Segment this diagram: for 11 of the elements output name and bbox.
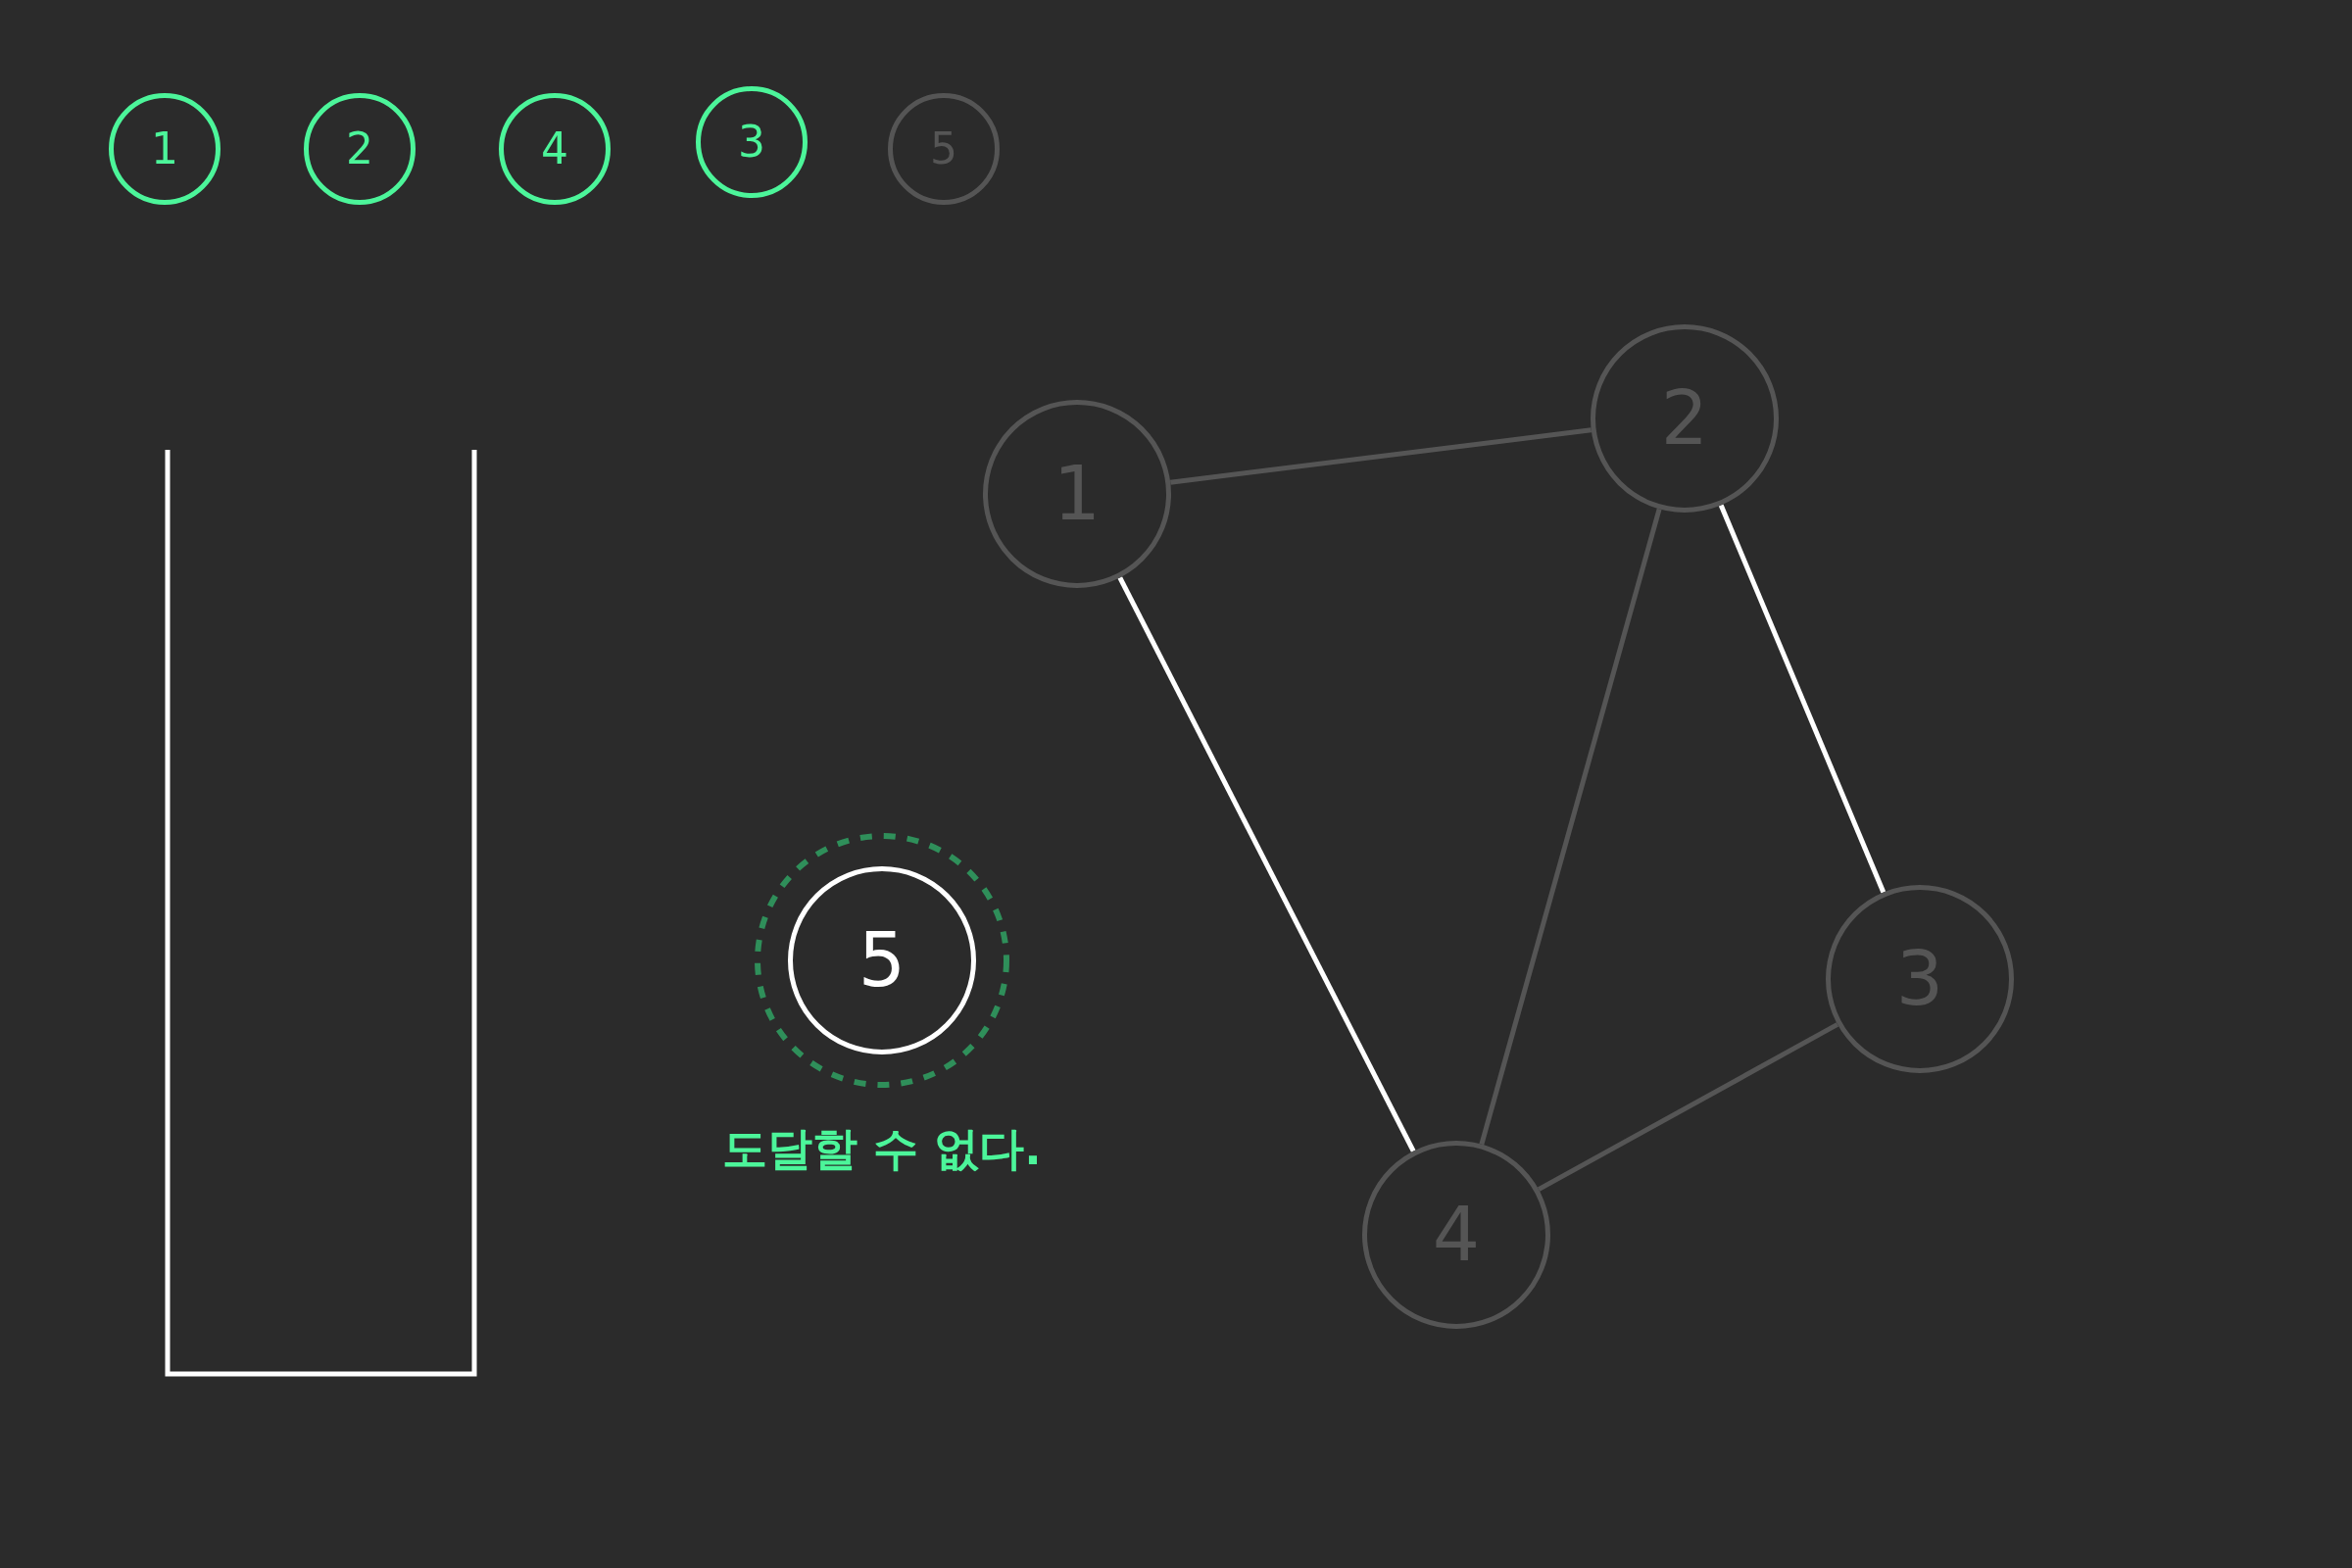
node-number: 4 (541, 127, 568, 171)
graph-edge (1169, 427, 1592, 485)
node-number: 2 (346, 127, 373, 171)
node-number: 1 (151, 127, 178, 171)
graph-edge (1537, 1022, 1839, 1192)
node-number: 5 (858, 923, 906, 998)
unreachable-caption: 도달할 수 없다. (722, 1121, 1042, 1177)
graph-edge (1718, 504, 1886, 894)
graph-edge (1479, 508, 1662, 1146)
graph-edge (1117, 576, 1416, 1152)
node-number: 3 (738, 121, 765, 164)
